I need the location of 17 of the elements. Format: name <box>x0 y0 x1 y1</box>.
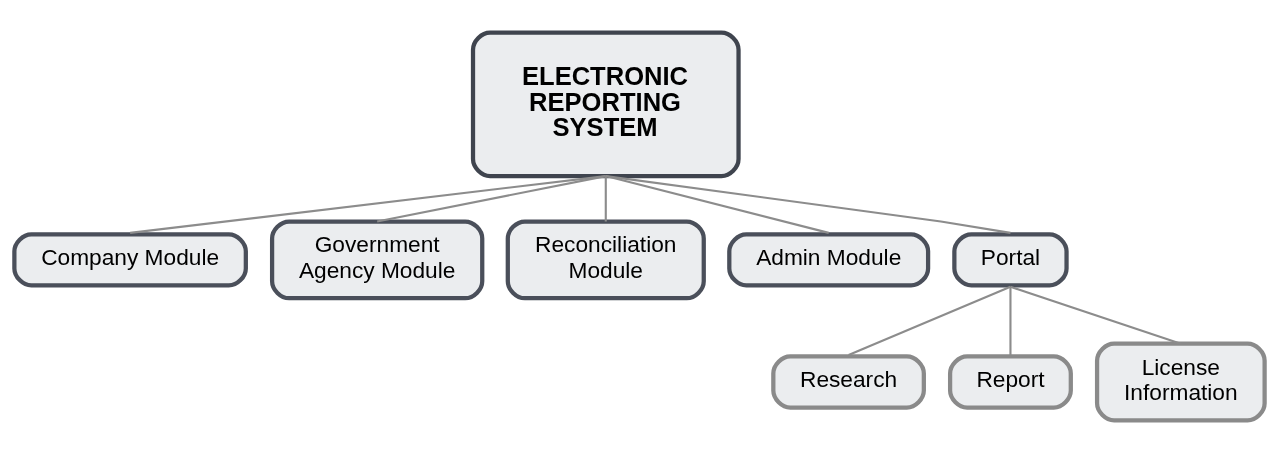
connector <box>604 176 607 222</box>
connector <box>848 285 1011 356</box>
node-box: Report <box>948 354 1073 410</box>
connector <box>1009 286 1012 355</box>
connector <box>1010 285 1182 345</box>
node-box: Reconciliation Module <box>505 219 706 301</box>
node-box: Research <box>771 354 926 410</box>
node-box: Admin Module <box>727 232 931 288</box>
node-box: Company Module <box>12 232 248 288</box>
connector <box>605 175 829 234</box>
node-box: ELECTRONIC REPORTING SYSTEM <box>470 30 741 179</box>
node-box: Portal <box>952 232 1069 288</box>
connector <box>605 175 1011 234</box>
node-box: Government Agency Module <box>269 219 485 301</box>
connector <box>129 175 606 234</box>
connector <box>376 175 606 223</box>
node-box: License Information <box>1094 341 1267 423</box>
